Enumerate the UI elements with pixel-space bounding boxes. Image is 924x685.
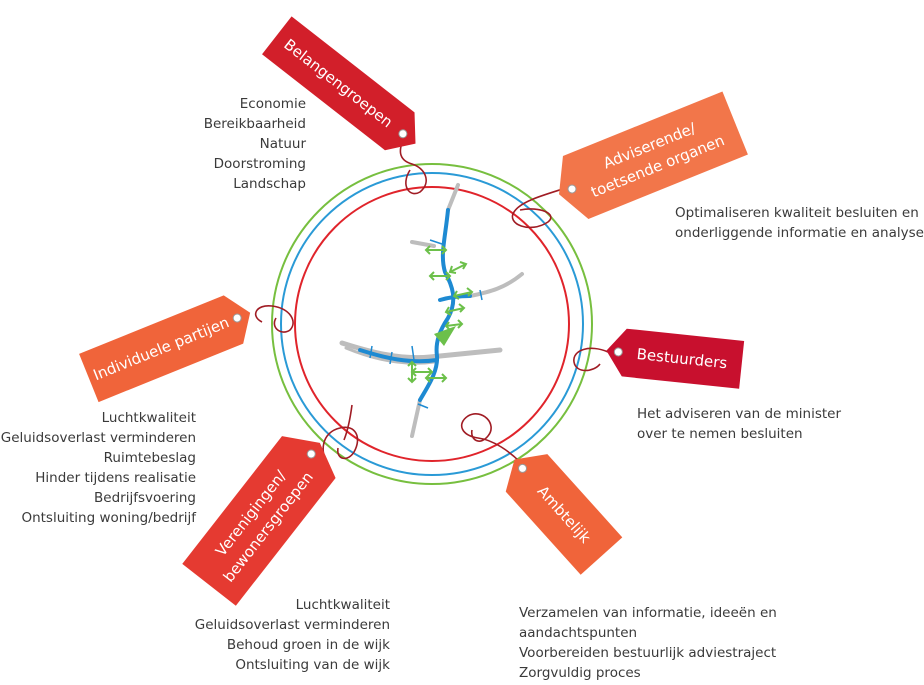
note-adviserende: Optimaliseren kwaliteit besluiten en onde… <box>675 203 924 243</box>
tag-eyelet <box>518 463 528 473</box>
road-tick <box>411 345 415 361</box>
tag-eyelet <box>232 313 242 323</box>
note-line: Optimaliseren kwaliteit besluiten en <box>675 205 919 221</box>
road-gray-south <box>410 398 422 438</box>
tag-shape <box>262 16 416 151</box>
road-tick <box>369 345 373 359</box>
string-ambtelijk <box>460 413 521 463</box>
double-arrows <box>407 245 474 384</box>
double-arrow-icon <box>444 319 464 331</box>
note-bestuurders: Het adviseren van de minister over te nem… <box>637 404 841 444</box>
tag-shape <box>505 454 623 575</box>
road-tick <box>389 351 393 365</box>
double-arrow-icon <box>424 245 448 255</box>
note-line: over te nemen besluiten <box>637 426 803 442</box>
tag-individuele: Individuele partijen <box>79 295 251 403</box>
note-line: Zorgvuldig proces <box>519 665 641 681</box>
note-line: Luchtkwaliteit <box>295 597 390 613</box>
note-line: Geluidsoverlast verminderen <box>194 617 390 633</box>
note-line: Bereikbaarheid <box>203 116 306 132</box>
double-arrow-icon <box>407 360 417 384</box>
string-bestuurders <box>573 347 609 372</box>
road-gray-north <box>446 183 460 212</box>
note-line: Ontsluiting van de wijk <box>235 657 390 673</box>
note-line: Verzamelen van informatie, ideeën en <box>519 605 777 621</box>
string-individuele <box>254 305 294 333</box>
double-arrow-icon <box>448 261 468 274</box>
road-blue-main <box>418 208 456 402</box>
road-gray-west-stub <box>410 240 436 248</box>
rings <box>271 163 593 485</box>
note-line: Doorstroming <box>213 156 306 172</box>
note-line: Luchtkwaliteit <box>101 410 196 426</box>
double-arrow-icon <box>428 271 452 281</box>
note-line: Behoud groen in de wijk <box>226 637 390 653</box>
road-blue-southwest <box>358 348 439 364</box>
double-arrow-icon <box>444 303 466 316</box>
double-arrow-icon <box>424 373 448 383</box>
direction-marker-icon <box>434 326 456 346</box>
string-belangengroepen <box>399 134 427 195</box>
note-line: aandachtspunten <box>519 625 638 641</box>
note-line: Hinder tijdens realisatie <box>35 470 196 486</box>
note-line: Ruimtebeslag <box>103 450 196 466</box>
tag-shape <box>559 91 748 219</box>
tag-bestuurders: Bestuurders <box>606 328 745 389</box>
middle-ring-blue <box>280 172 584 476</box>
note-line: Natuur <box>259 136 306 152</box>
tag-verenigingen: Verenigingen/ bewonersgroepen <box>182 436 336 606</box>
string-verenigingen <box>322 404 359 469</box>
tag-eyelet <box>398 129 408 139</box>
outer-ring-green <box>271 163 593 485</box>
inner-ring-red <box>294 186 570 462</box>
tag-shape <box>182 436 336 606</box>
note-line: Ontsluiting woning/bedrijf <box>21 510 196 526</box>
tag-eyelet <box>567 184 577 194</box>
note-line: Bedrijfsvoering <box>94 490 196 506</box>
road-tick <box>417 403 429 409</box>
note-line: Geluidsoverlast verminderen <box>0 430 196 446</box>
note-line: Voorbereiden bestuurlijk adviestraject <box>519 645 777 661</box>
road-gray-east <box>468 272 524 298</box>
note-line: Het adviseren van de minister <box>637 406 842 422</box>
road-ticks <box>369 239 483 409</box>
road-network-gray <box>339 183 524 438</box>
tag-eyelet <box>613 347 623 357</box>
double-arrow-icon <box>452 287 474 300</box>
road-tick <box>429 239 443 245</box>
tag-adviserende: Adviserende/ toetsende organen <box>559 91 748 219</box>
tag-shape <box>606 328 745 389</box>
road-gray-southwest <box>339 340 503 361</box>
string-adviserende <box>511 187 567 229</box>
note-line: Economie <box>239 96 306 112</box>
tag-shape <box>79 295 251 403</box>
road-tick <box>479 289 483 301</box>
note-ambtelijk: Verzamelen van informatie, ideeën en aand… <box>519 603 777 683</box>
note-line: onderliggende informatie en analyses <box>675 225 924 241</box>
note-line: Landschap <box>233 176 306 192</box>
tag-eyelet <box>306 449 316 459</box>
tag-strings <box>254 134 609 469</box>
